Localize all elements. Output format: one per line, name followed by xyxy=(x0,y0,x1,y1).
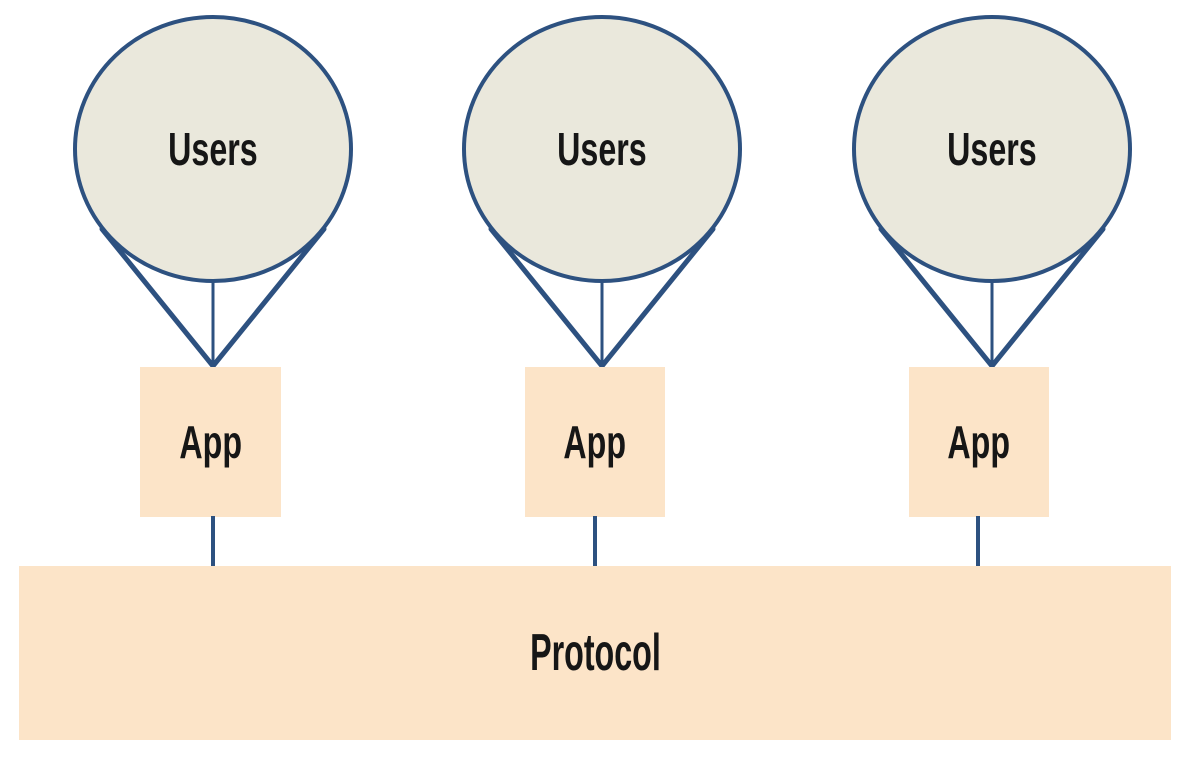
users-node-text: Users xyxy=(557,123,647,175)
cone-left-line xyxy=(99,226,216,369)
users-balloon-shape xyxy=(73,15,353,369)
app-node: App xyxy=(909,367,1049,517)
users-balloon-shape xyxy=(852,15,1132,369)
users-node-text: Users xyxy=(168,123,258,175)
cone-right-line xyxy=(989,226,1106,369)
protocol-node-label: Protocol xyxy=(490,627,701,679)
app-protocol-connector xyxy=(211,516,215,567)
app-node-label: App xyxy=(166,419,255,465)
app-node-text: App xyxy=(947,416,1011,468)
cone-left-line xyxy=(488,226,605,369)
users-circle xyxy=(852,15,1132,283)
app-node: App xyxy=(525,367,665,517)
users-node-text: Users xyxy=(947,123,1037,175)
app-node-text: App xyxy=(563,416,627,468)
app-protocol-connector xyxy=(593,516,597,567)
users-circle xyxy=(73,15,353,283)
cone-left-line xyxy=(878,226,995,369)
users-circle xyxy=(462,15,742,283)
protocol-node: Protocol xyxy=(19,566,1171,740)
protocol-node-text: Protocol xyxy=(529,624,661,682)
app-node-label: App xyxy=(550,419,639,465)
users-node-label: Users xyxy=(882,126,1102,172)
users-node-label: Users xyxy=(103,126,323,172)
users-balloon-shape xyxy=(462,15,742,369)
app-protocol-connector xyxy=(976,516,980,567)
app-node: App xyxy=(140,367,281,517)
app-node-label: App xyxy=(934,419,1023,465)
cone-right-line xyxy=(210,226,327,369)
app-node-text: App xyxy=(179,416,242,468)
cone-right-line xyxy=(599,226,716,369)
users-node-label: Users xyxy=(492,126,712,172)
